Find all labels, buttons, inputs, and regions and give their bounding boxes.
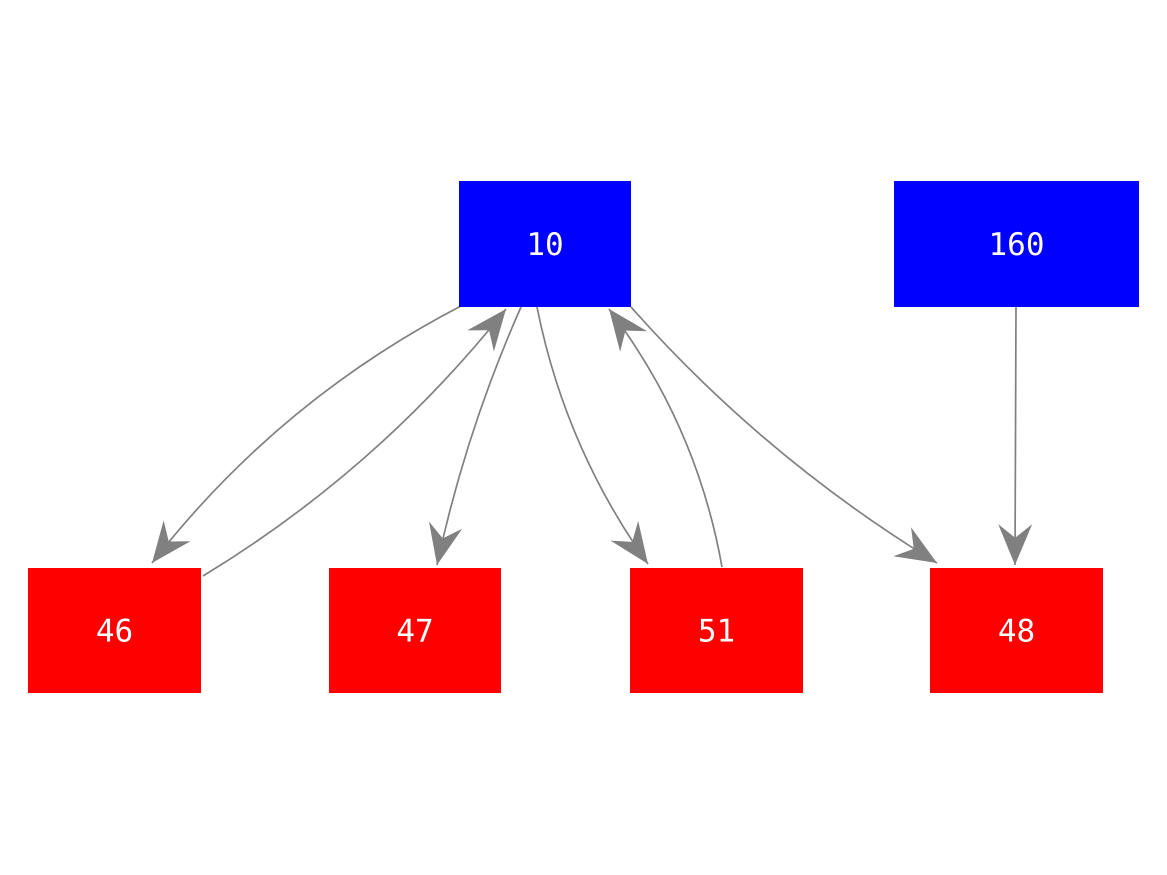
edge-10-to-47 [428,306,522,566]
node-160: 160 [894,181,1139,307]
node-51: 51 [630,568,803,693]
edges-layer [151,305,1033,577]
node-10-label: 10 [526,227,563,263]
node-10-box [459,181,631,307]
node-46-label: 46 [96,614,133,650]
nodes-layer: 10 160 46 47 51 48 [28,181,1139,693]
edge-10-to-51 [536,306,649,565]
edge-51-to-10 [608,308,723,568]
edge-46-to-10 [202,308,507,577]
node-51-box [630,568,803,693]
node-48-label: 48 [998,614,1035,650]
node-46: 46 [28,568,201,693]
node-48-box [930,568,1103,693]
node-47-label: 47 [396,614,433,650]
edge-160-to-48 [998,306,1033,566]
node-46-box [28,568,201,693]
edge-10-to-48 [630,306,938,564]
node-10: 10 [459,181,631,307]
node-51-label: 51 [698,614,735,650]
node-47-box [329,568,501,693]
node-160-label: 160 [989,227,1045,263]
edge-10-to-46 [151,305,462,564]
node-160-box [894,181,1139,307]
node-48: 48 [930,568,1103,693]
node-47: 47 [329,568,501,693]
